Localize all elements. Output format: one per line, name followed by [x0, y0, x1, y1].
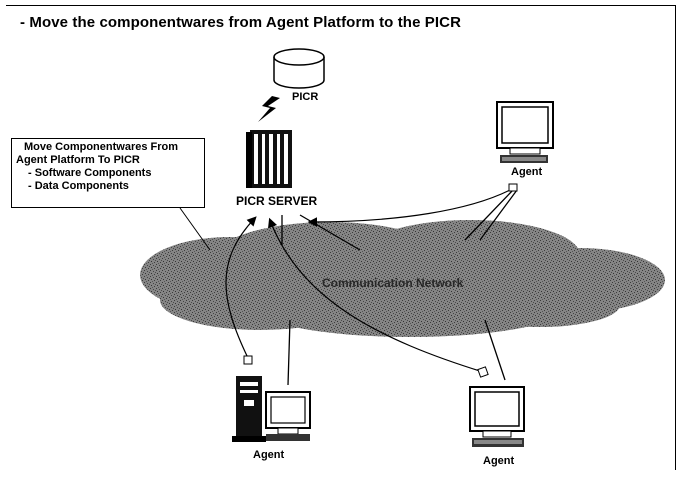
server-icon [246, 130, 292, 188]
callout-line-2: Agent Platform To PICR [16, 154, 140, 166]
lightning-icon [258, 96, 280, 122]
network-cloud [140, 220, 665, 337]
callout-box: Move Componentwares From Agent Platform … [11, 138, 205, 208]
transfer-arrows [225, 189, 511, 373]
computer-icon-bottom [469, 386, 525, 447]
workstation-icon [232, 376, 311, 442]
agent-label-bottom-right: Agent [483, 455, 515, 467]
database-label: PICR [292, 91, 319, 103]
page-title: - Move the componentwares from Agent Pla… [20, 14, 462, 31]
packet-bottom-left [243, 355, 253, 365]
agent-label-top-right: Agent [511, 166, 543, 178]
packet-top-right [508, 183, 518, 192]
callout-pointer [179, 207, 211, 251]
computer-icon [496, 101, 554, 163]
agent-label-bottom-left: Agent [253, 449, 285, 461]
packet-bottom-right [477, 366, 489, 378]
callout-bullet: Data Components [16, 180, 200, 193]
callout-bullet: Software Components [16, 167, 200, 180]
page-frame [6, 5, 676, 470]
callout-line-1: Move Componentwares From [24, 141, 179, 153]
server-label: PICR SERVER [236, 194, 318, 208]
database-icon [273, 48, 325, 89]
network-label: Communication Network [322, 276, 464, 290]
